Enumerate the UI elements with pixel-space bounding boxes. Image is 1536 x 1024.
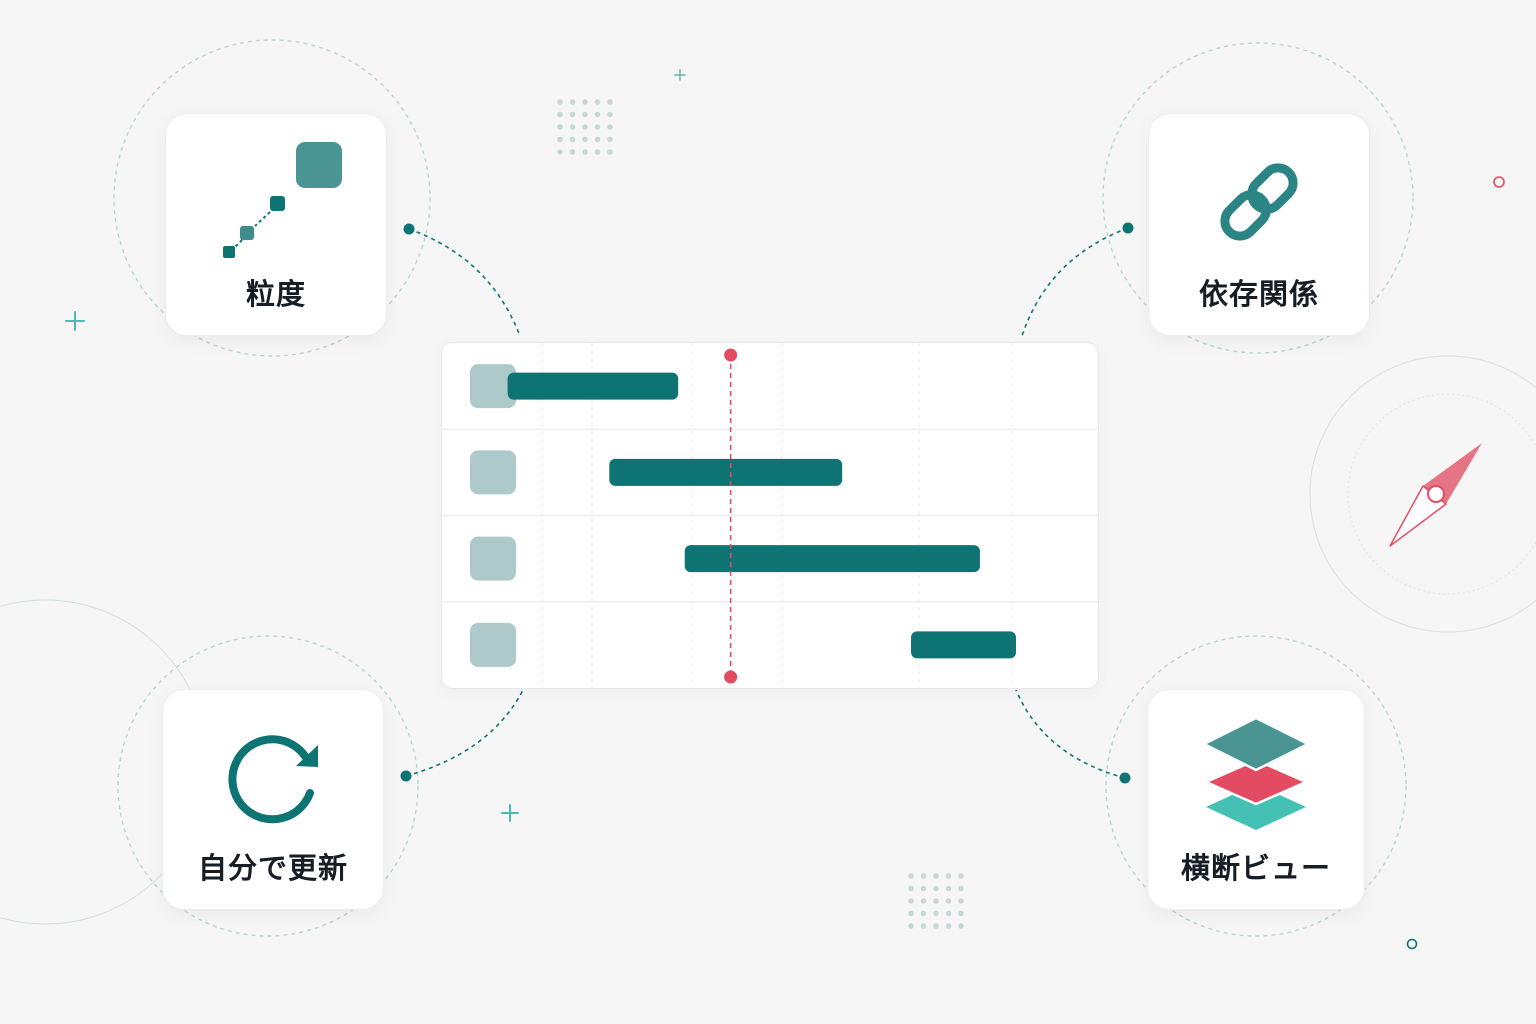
today-marker-dot — [724, 670, 738, 684]
grid-dot — [607, 149, 613, 155]
grid-dot — [582, 149, 588, 155]
stacked-layers-icon — [1202, 716, 1310, 830]
grid-dot — [594, 111, 601, 118]
today-marker-dot — [724, 348, 738, 362]
grid-dot — [920, 873, 927, 879]
grid-dot — [607, 111, 613, 118]
row-marker — [470, 364, 516, 409]
grid-dot — [557, 111, 563, 118]
connector-dot-cross-view — [1119, 772, 1131, 784]
connector-cross-view — [1015, 689, 1126, 779]
grid-dot — [582, 111, 588, 118]
grid-dot — [920, 885, 927, 892]
grid-dot — [594, 149, 601, 155]
compass-needle-icon — [1389, 443, 1482, 547]
dashed-ring-granularity — [113, 39, 431, 357]
feature-card-granularity: 粒度 — [165, 113, 387, 336]
grid-dot — [920, 923, 927, 929]
dashed-ring-cross-view — [1105, 635, 1407, 937]
granularity-steps-icon — [223, 142, 342, 258]
plus-icon — [674, 69, 686, 81]
grid-dot — [569, 99, 576, 105]
gantt-chart — [442, 343, 1098, 688]
connector-self-update — [405, 687, 525, 777]
feature-label: 横断ビュー — [1180, 851, 1331, 885]
grid-dot — [582, 124, 588, 130]
grid-dot — [908, 898, 914, 904]
grid-dot — [557, 149, 563, 155]
feature-label: 粒度 — [245, 277, 306, 311]
grid-dot — [933, 898, 939, 904]
grid-dot — [933, 910, 939, 917]
grid-dot — [945, 898, 952, 904]
row-marker — [470, 536, 516, 581]
gantt-task-bar — [684, 545, 980, 573]
grid-dot — [557, 136, 563, 143]
gantt-task-bar — [911, 631, 1016, 659]
grid-dot — [920, 898, 927, 904]
plus-icon — [501, 804, 519, 822]
grid-dot — [933, 885, 939, 892]
grid-dot — [582, 99, 588, 105]
grid-dot — [920, 910, 927, 917]
grid-dot — [908, 873, 914, 879]
connector-dot-self-update — [400, 770, 412, 782]
decor-circle-large-right — [1309, 355, 1536, 633]
grid-dot — [569, 124, 576, 130]
grid-dot — [557, 99, 563, 105]
grid-dot — [607, 136, 613, 143]
grid-dot — [594, 124, 601, 130]
grid-dot — [908, 923, 914, 929]
connector-dot-dependencies — [1122, 222, 1134, 234]
grid-dot — [557, 124, 563, 130]
grid-dot — [908, 885, 914, 892]
gantt-chart-panel — [441, 342, 1099, 689]
grid-dot — [594, 99, 601, 105]
refresh-arrow-icon — [228, 735, 318, 824]
row-marker — [470, 450, 516, 495]
grid-dot — [958, 885, 964, 892]
dashed-ring-dependencies — [1102, 42, 1414, 354]
grid-dot — [908, 910, 914, 917]
connector-granularity — [408, 228, 521, 337]
dashed-ring-self-update — [117, 635, 419, 937]
grid-dot — [958, 923, 964, 929]
gantt-task-bar — [609, 458, 843, 486]
grid-dot — [607, 124, 613, 130]
dot-grid-decor — [908, 873, 964, 929]
grid-dot — [569, 136, 576, 143]
row-marker — [470, 622, 516, 667]
grid-dot — [933, 923, 939, 929]
connector-dot-granularity — [403, 223, 415, 235]
grid-dot — [582, 136, 588, 143]
grid-dot — [933, 873, 939, 879]
grid-dot — [569, 111, 576, 118]
connector-dependencies — [1021, 227, 1129, 337]
grid-dot — [594, 136, 601, 143]
plus-icon — [65, 311, 85, 331]
grid-dot — [607, 99, 613, 105]
feature-card-self-update: 自分で更新 — [162, 689, 384, 910]
grid-dot — [958, 910, 964, 917]
ring-accent-teal — [1406, 938, 1418, 950]
grid-dot — [945, 910, 952, 917]
dot-grid-decor — [557, 99, 613, 155]
grid-dot — [958, 898, 964, 904]
grid-dot — [945, 923, 952, 929]
grid-dot — [945, 885, 952, 892]
feature-card-cross-view: 横断ビュー — [1147, 689, 1365, 910]
ring-accent-red — [1493, 176, 1505, 188]
grid-dot — [945, 873, 952, 879]
decor-circle-inner-right — [1347, 393, 1536, 595]
grid-dot — [958, 873, 964, 879]
feature-card-dependencies: 依存関係 — [1148, 113, 1370, 336]
grid-dot — [569, 149, 576, 155]
gantt-task-bar — [507, 372, 679, 400]
chain-link-icon — [1220, 163, 1298, 241]
feature-label: 自分で更新 — [197, 851, 348, 885]
feature-label: 依存関係 — [1198, 277, 1319, 311]
